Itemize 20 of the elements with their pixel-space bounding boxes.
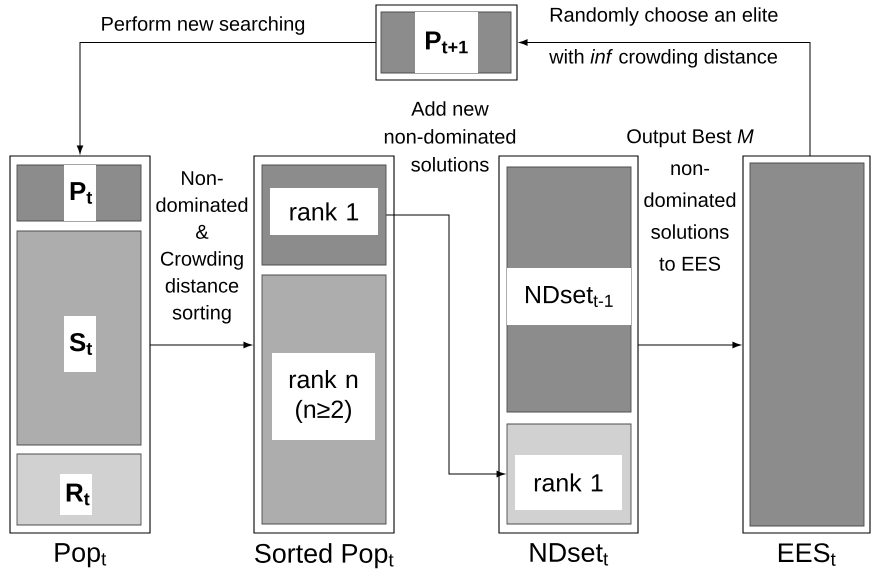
edge-label: Randomly choose an elite with inf crowding distance <box>549 7 778 68</box>
hatched-box: R$_{t}$ <box>16 454 142 526</box>
node-label: Pop$_{t}$ <box>55 543 106 568</box>
container-box: P$_{t+1}$ <box>375 4 518 81</box>
arrow <box>638 342 741 348</box>
node-label: NDset$_{t}$ <box>530 543 608 566</box>
arrow <box>76 42 376 154</box>
hatched-box: rank 1 <box>506 424 632 524</box>
hatched-box: P$_{t}$ <box>16 164 142 222</box>
hatched-box: rank n (n≥2) <box>262 274 386 524</box>
hatched-box: S$_{t}$ <box>16 230 142 446</box>
edge-label: Perform new searching <box>102 16 304 35</box>
arrow <box>519 39 810 156</box>
edge-label: Non-dominated & Crowding distance sorting <box>156 171 248 324</box>
arrow <box>386 214 505 478</box>
hatched-box: rank 1 <box>262 164 386 266</box>
node-label: Sorted Pop$_{t}$ <box>255 543 394 568</box>
node-label: EES$_{t}$ <box>778 543 836 566</box>
arrow <box>150 342 252 348</box>
hatched-box: NDset$_{t-1}$ <box>506 166 632 412</box>
